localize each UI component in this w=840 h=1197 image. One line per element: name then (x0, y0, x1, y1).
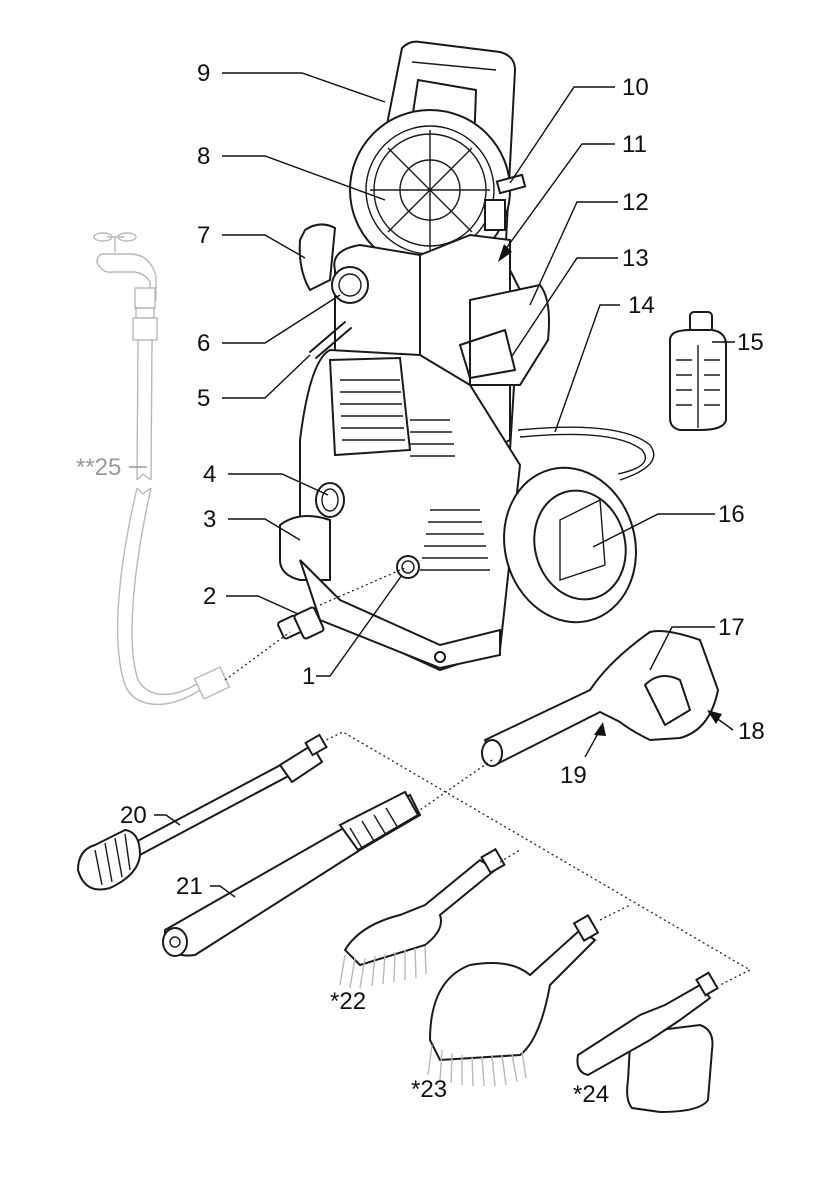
callout-11: 11 (622, 133, 647, 157)
callout-23: *23 (411, 1078, 447, 1102)
callout-24: *24 (573, 1083, 609, 1107)
pressure-washer-body (280, 42, 654, 670)
callout-15: 15 (737, 331, 764, 355)
callout-22: *22 (330, 990, 366, 1014)
callout-20: 20 (120, 804, 147, 828)
callout-14: 14 (628, 294, 655, 318)
callout-8: 8 (197, 145, 210, 169)
arrow-19 (594, 722, 606, 736)
callout-13: 13 (622, 247, 649, 271)
callout-6: 6 (197, 332, 210, 356)
trigger-gun-drawing (482, 631, 718, 766)
callout-12: 12 (622, 191, 649, 215)
detergent-bottle-drawing (670, 312, 726, 430)
callout-3: 3 (203, 508, 216, 532)
callout-16: 16 (718, 503, 745, 527)
arrow-18 (707, 710, 722, 724)
callout-2: 2 (203, 585, 216, 609)
callout-19: 19 (560, 764, 587, 788)
callout-4: 4 (203, 463, 216, 487)
callout-21: 21 (176, 875, 203, 899)
callout-5: 5 (197, 387, 210, 411)
callout-17: 17 (718, 616, 745, 640)
callout-7: 7 (197, 224, 210, 248)
callout-10: 10 (622, 76, 649, 100)
callout-9: 9 (197, 62, 210, 86)
callout-25: **25 (76, 456, 121, 480)
callout-18: 18 (738, 720, 765, 744)
rotating-brush-drawing (428, 915, 598, 1086)
callout-1: 1 (302, 665, 315, 689)
